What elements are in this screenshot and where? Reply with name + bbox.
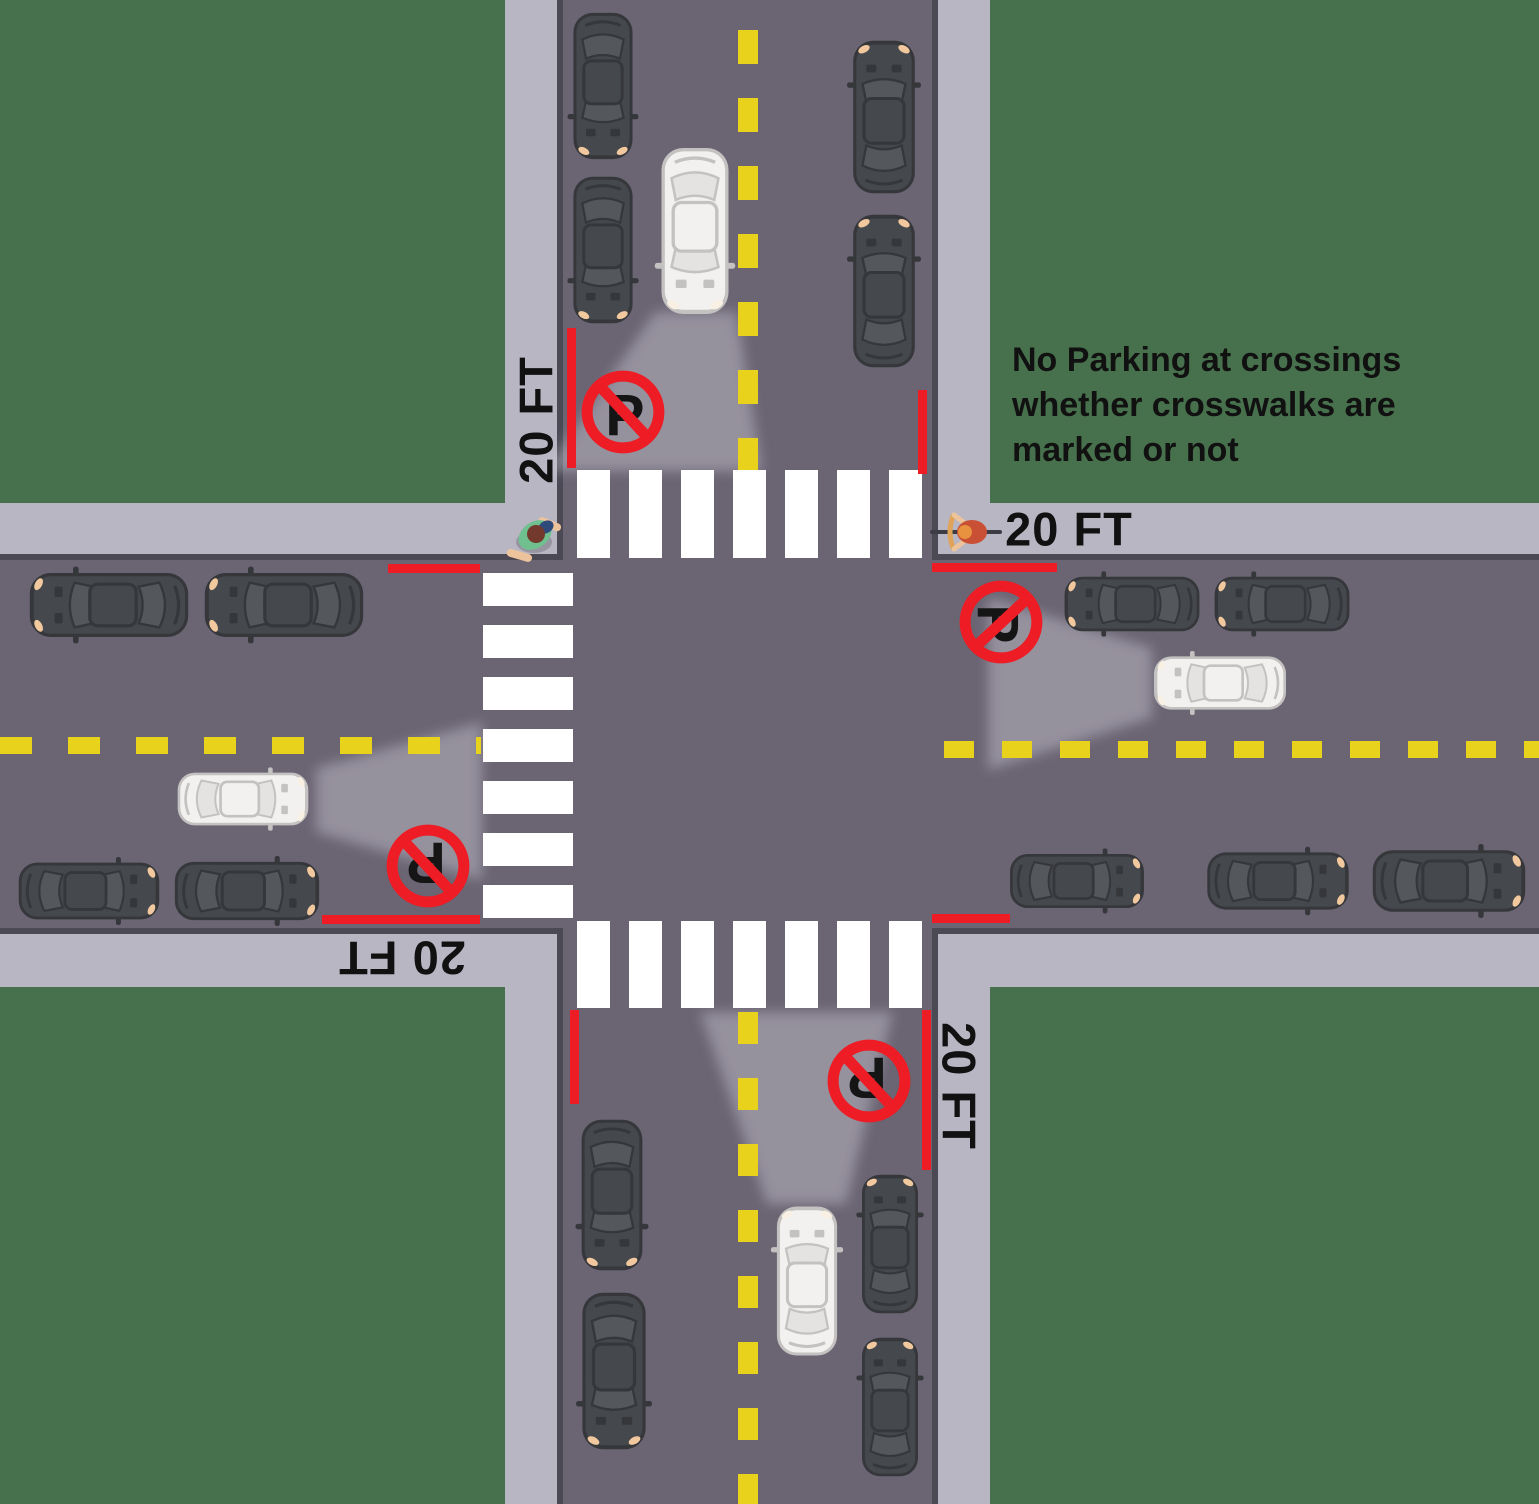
crosswalk-bar [733, 470, 766, 558]
distance-label-east: 20 FT [1005, 502, 1133, 556]
crosswalk-bar [837, 470, 870, 558]
center-line-dash [1466, 741, 1496, 758]
center-line-dash [738, 1474, 758, 1504]
crosswalk-bar [483, 729, 573, 762]
moving-car [168, 766, 317, 832]
center-line-dash [1350, 741, 1380, 758]
crosswalk-bar [889, 470, 922, 558]
center-line-dash [1408, 741, 1438, 758]
center-line-dash [1176, 741, 1206, 758]
center-line-dash [738, 1210, 758, 1242]
parked-car [855, 1164, 925, 1324]
center-line-dash [738, 234, 758, 268]
center-line-dash [738, 98, 758, 132]
parked-car [25, 562, 193, 647]
parked-car [1006, 842, 1148, 919]
center-line-dash [944, 741, 974, 758]
pedestrian-icon [506, 504, 570, 566]
no-parking-zone-line [322, 915, 480, 924]
crosswalk-bar [889, 921, 922, 1008]
crosswalk-bar [837, 921, 870, 1008]
no-parking-zone-line [567, 328, 576, 468]
crosswalk-bar [483, 833, 573, 866]
parked-car [1367, 842, 1530, 919]
center-line-dash [738, 1078, 758, 1110]
crosswalk-bar [483, 625, 573, 658]
center-line-dash [738, 1342, 758, 1374]
no-parking-zone-line [918, 390, 927, 474]
crosswalk-bar [629, 470, 662, 558]
parked-car [14, 852, 163, 930]
parked-car [170, 852, 323, 930]
parked-car [574, 1112, 650, 1278]
no-parking-zone-line [570, 1010, 579, 1104]
no-parking-sign [823, 1035, 915, 1127]
center-line-dash [1524, 741, 1539, 758]
center-line-dash [738, 1012, 758, 1044]
crosswalk-bar [483, 885, 573, 918]
center-line-dash [1060, 741, 1090, 758]
center-line-dash [1118, 741, 1148, 758]
center-line-dash [0, 737, 32, 754]
moving-car [652, 143, 737, 319]
center-line [738, 1012, 758, 1504]
no-parking-zone-line [932, 563, 1057, 572]
crosswalk-bar [483, 573, 573, 606]
center-line-dash [1234, 741, 1264, 758]
center-line-dash [340, 737, 372, 754]
parked-car [1203, 842, 1353, 919]
parked-car [845, 205, 922, 377]
crosswalk-bar [681, 470, 714, 558]
crosswalk-bar [785, 921, 818, 1008]
center-line-dash [408, 737, 440, 754]
parked-car [1210, 566, 1353, 642]
center-line-dash [738, 1144, 758, 1176]
parked-car [574, 1287, 653, 1454]
parked-car [566, 8, 640, 163]
parked-car [855, 1327, 925, 1487]
parked-car [845, 30, 922, 203]
center-line-dash [738, 1408, 758, 1440]
center-line-dash [738, 438, 758, 470]
no-parking-zone-line [922, 1010, 931, 1170]
center-line-dash [738, 302, 758, 336]
distance-label-north: 20 FT [509, 356, 563, 484]
crosswalk-bar [577, 921, 610, 1008]
center-line-dash [1002, 741, 1032, 758]
center-line-dash [68, 737, 100, 754]
parked-car [1060, 566, 1203, 642]
center-line-dash [738, 1276, 758, 1308]
crosswalk-bar [733, 921, 766, 1008]
center-line-dash [272, 737, 304, 754]
center-line-dash [136, 737, 168, 754]
no-parking-zone-line [932, 914, 1010, 923]
crosswalk-bar [629, 921, 662, 1008]
center-line-dash [738, 30, 758, 64]
distance-label-west: 20 FT [338, 931, 466, 985]
crosswalk-bar [483, 677, 573, 710]
center-line-dash [476, 737, 481, 754]
crosswalk-bar [681, 921, 714, 1008]
moving-car [767, 1202, 846, 1360]
note-text: No Parking at crossings whether crosswal… [1012, 341, 1402, 469]
crosswalk-bar [785, 470, 818, 558]
center-line-dash [738, 370, 758, 404]
crosswalk-bar [577, 470, 610, 558]
no-parking-sign [955, 576, 1047, 668]
no-parking-sign [577, 366, 669, 458]
center-line-dash [1292, 741, 1322, 758]
center-line [0, 737, 481, 754]
crosswalk-bar [483, 781, 573, 814]
distance-label-south: 20 FT [932, 1022, 986, 1150]
center-line [944, 741, 1539, 758]
no-parking-zone-line [388, 564, 480, 573]
no-parking-sign [382, 820, 474, 912]
cyclist-icon [928, 506, 1004, 558]
center-line-dash [738, 166, 758, 200]
parked-car [200, 562, 368, 647]
moving-car [1150, 647, 1290, 718]
center-line [738, 30, 758, 470]
center-line-dash [204, 737, 236, 754]
parked-car [566, 170, 640, 330]
